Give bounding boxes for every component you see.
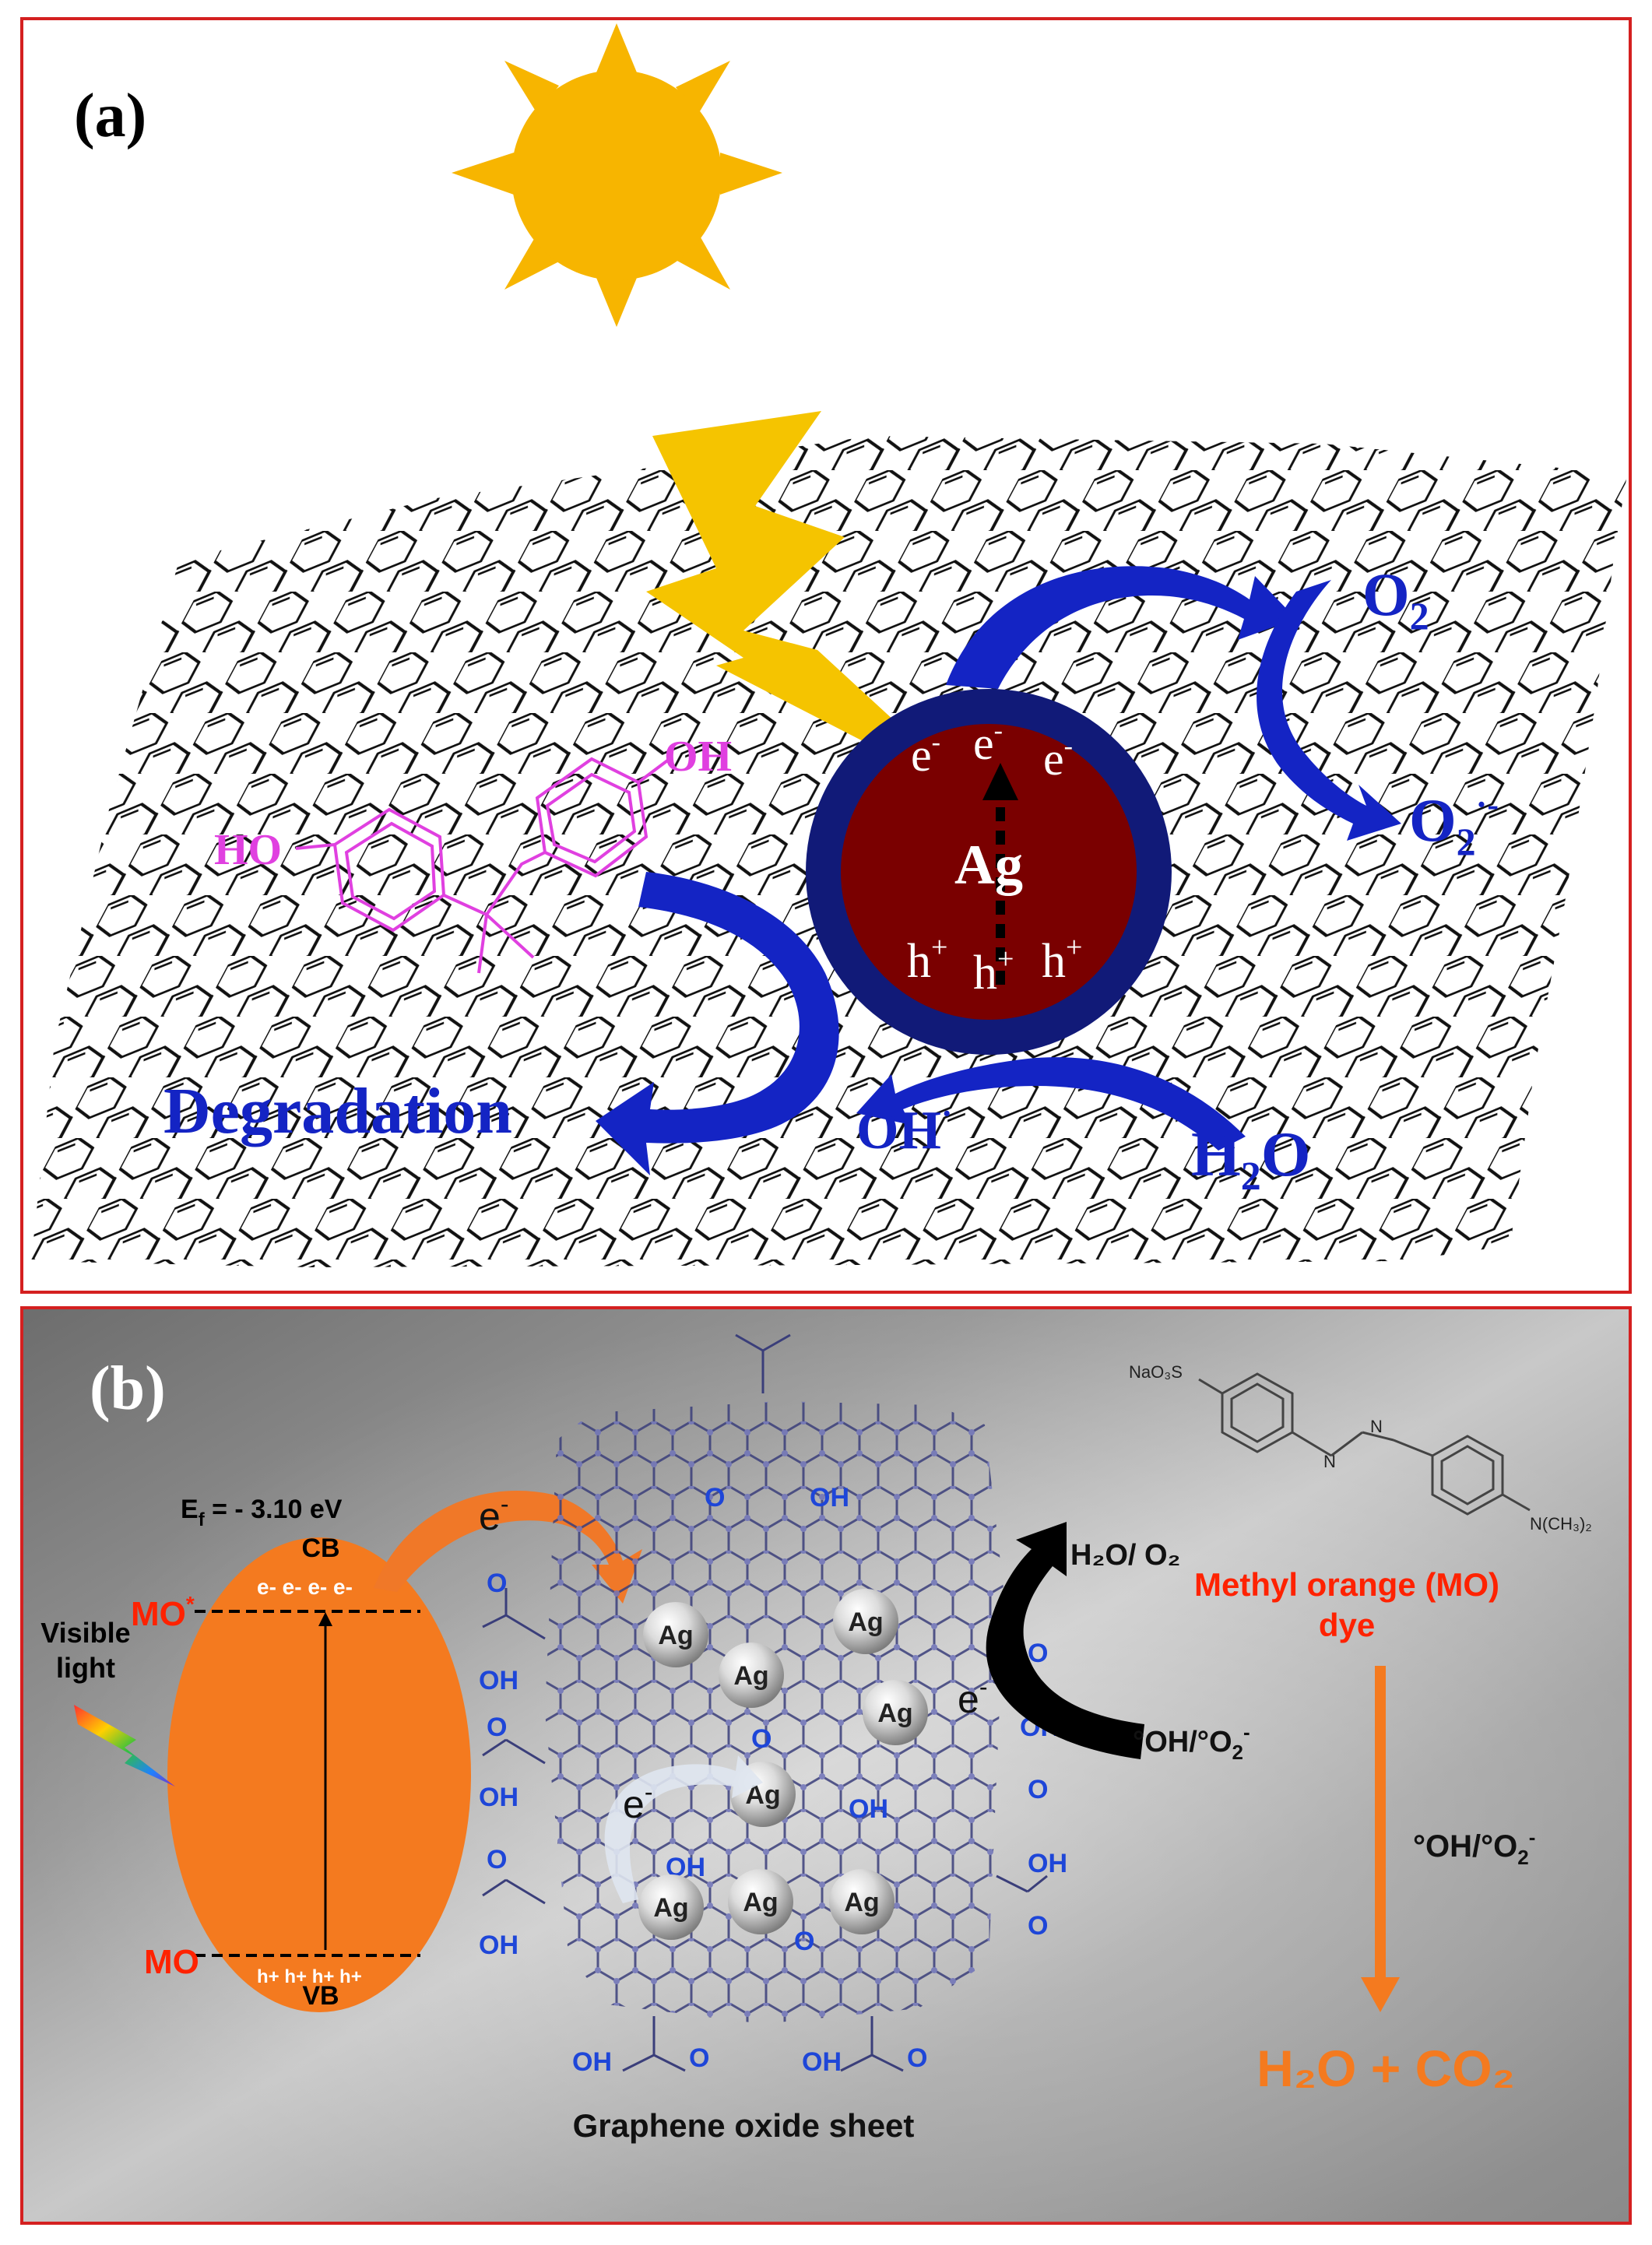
ag-ball-7 — [728, 1869, 793, 1934]
product-label: H₂O + CO₂ — [1257, 2039, 1515, 2097]
water-label: H2O — [1191, 1119, 1311, 1199]
o2-label: O2 — [1362, 560, 1429, 638]
svg-text:OH: OH — [802, 2047, 842, 2077]
radicals-right-label: °OH/°O2- — [1133, 1720, 1250, 1764]
ag-ball-labels: Ag Ag Ag Ag Ag Ag Ag Ag — [653, 1607, 912, 1923]
methyl-orange-atoms: NaO₃S N N N(CH₃)₂ — [1129, 1362, 1592, 1534]
svg-text:O: O — [487, 1845, 507, 1874]
h2o-o2-label: H₂O/ O₂ — [1070, 1539, 1180, 1572]
dye-label: dye — [1319, 1607, 1375, 1643]
svg-text:Ag: Ag — [844, 1888, 879, 1917]
svg-text:NaO₃S: NaO₃S — [1129, 1362, 1183, 1382]
svg-text:O: O — [1028, 1911, 1048, 1941]
visible-light-icon — [74, 1705, 175, 1787]
vb-label: VB — [302, 1981, 339, 2011]
mo-band-diagram — [167, 1537, 471, 2012]
sun-icon — [452, 23, 782, 327]
ag-label: Ag — [954, 834, 1023, 896]
oxygen-labels: O OH O OH O OH O OH O OH O OH O OH OH O … — [479, 1483, 1067, 2077]
svg-text:Ag: Ag — [848, 1607, 883, 1637]
functional-groups — [482, 1333, 1048, 2072]
hole-1: h+ — [907, 931, 947, 988]
cb-electrons: e- e- e- e- — [257, 1575, 353, 1599]
fermi-level-label: Ef = - 3.10 eV — [181, 1495, 343, 1530]
svg-text:O: O — [705, 1483, 725, 1512]
svg-text:OH: OH — [1028, 1849, 1067, 1878]
ag-ball-2 — [833, 1589, 898, 1654]
svg-text:O: O — [907, 2043, 927, 2073]
electron-labels: e- e- e- — [911, 716, 1073, 785]
svg-text:O: O — [794, 1927, 814, 1956]
ag-nanoparticle — [806, 689, 1172, 1055]
ho-group: HO — [214, 826, 282, 874]
hole-labels: h+ h+ h+ — [907, 931, 1082, 1000]
ag-ball-6 — [638, 1874, 704, 1940]
black-reaction-arrow — [986, 1522, 1144, 1759]
svg-text:N(CH₃)₂: N(CH₃)₂ — [1530, 1514, 1592, 1534]
mo-star-label: MO* — [131, 1592, 195, 1633]
lightning-bolt-icon — [646, 411, 915, 746]
ag-particles — [638, 1589, 928, 1940]
visible-light-line1: Visible — [40, 1617, 130, 1649]
o2-radical-label: O2·- — [1409, 785, 1499, 863]
svg-text:O: O — [751, 1724, 772, 1754]
ag-ball-1 — [643, 1602, 708, 1667]
degradation-label: Degradation — [163, 1075, 512, 1147]
ag-ball-4 — [863, 1680, 928, 1745]
svg-text:OH: OH — [572, 2047, 612, 2077]
methyl-orange-label: Methyl orange (MO) — [1194, 1566, 1499, 1603]
electron-label-inner: e- — [623, 1778, 652, 1826]
svg-text:Ag: Ag — [733, 1661, 768, 1691]
visible-light-line2: light — [56, 1652, 115, 1684]
svg-text:OH: OH — [479, 1931, 518, 1960]
svg-text:O: O — [487, 1569, 507, 1598]
svg-text:N: N — [1370, 1417, 1383, 1436]
mo-label: MO — [144, 1943, 199, 1981]
sheet-caption: Graphene oxide sheet — [573, 2107, 915, 2144]
electron-label-right: e- — [958, 1673, 987, 1721]
ag-ball-8 — [829, 1869, 895, 1934]
cb-label: CB — [301, 1534, 339, 1563]
svg-text:OH: OH — [479, 1666, 518, 1695]
ag-ball-3 — [719, 1642, 784, 1708]
panel-b-label: (b) — [90, 1354, 166, 1423]
hole-2: h+ — [973, 943, 1014, 1000]
svg-text:OH: OH — [479, 1783, 518, 1812]
svg-text:O: O — [689, 2043, 709, 2073]
electron-2: e- — [973, 716, 1003, 769]
electron-1: e- — [911, 728, 940, 781]
svg-text:Ag: Ag — [743, 1888, 778, 1917]
svg-text:Ag: Ag — [653, 1893, 688, 1923]
inner-electron-arrow — [604, 1755, 763, 1903]
degradation-arrow — [1361, 1666, 1400, 2012]
svg-text:O: O — [487, 1713, 507, 1742]
hole-3: h+ — [1042, 931, 1082, 988]
svg-text:OH: OH — [810, 1483, 849, 1512]
svg-text:O: O — [1028, 1775, 1048, 1804]
methyl-orange-structure — [1198, 1372, 1531, 1516]
vb-holes: h+ h+ h+ h+ — [257, 1966, 362, 1987]
svg-text:O: O — [1028, 1639, 1048, 1668]
reaction-arrows — [596, 566, 1401, 1175]
radicals-arrow-label: °OH/°O2- — [1413, 1825, 1535, 1869]
hydroxyl-label: OH· — [856, 1094, 953, 1161]
panel-a-label: (a) — [74, 82, 146, 150]
graphene-oxide-sheet — [545, 1401, 1004, 2024]
svg-text:N: N — [1323, 1452, 1336, 1471]
svg-text:Ag: Ag — [877, 1699, 912, 1728]
svg-text:OH: OH — [849, 1794, 888, 1824]
electron-label-top: e- — [479, 1490, 508, 1538]
svg-text:Ag: Ag — [658, 1621, 693, 1650]
oh-group: OH — [664, 733, 732, 781]
electron-3: e- — [1043, 732, 1073, 785]
bisphenol-molecule — [295, 757, 671, 974]
